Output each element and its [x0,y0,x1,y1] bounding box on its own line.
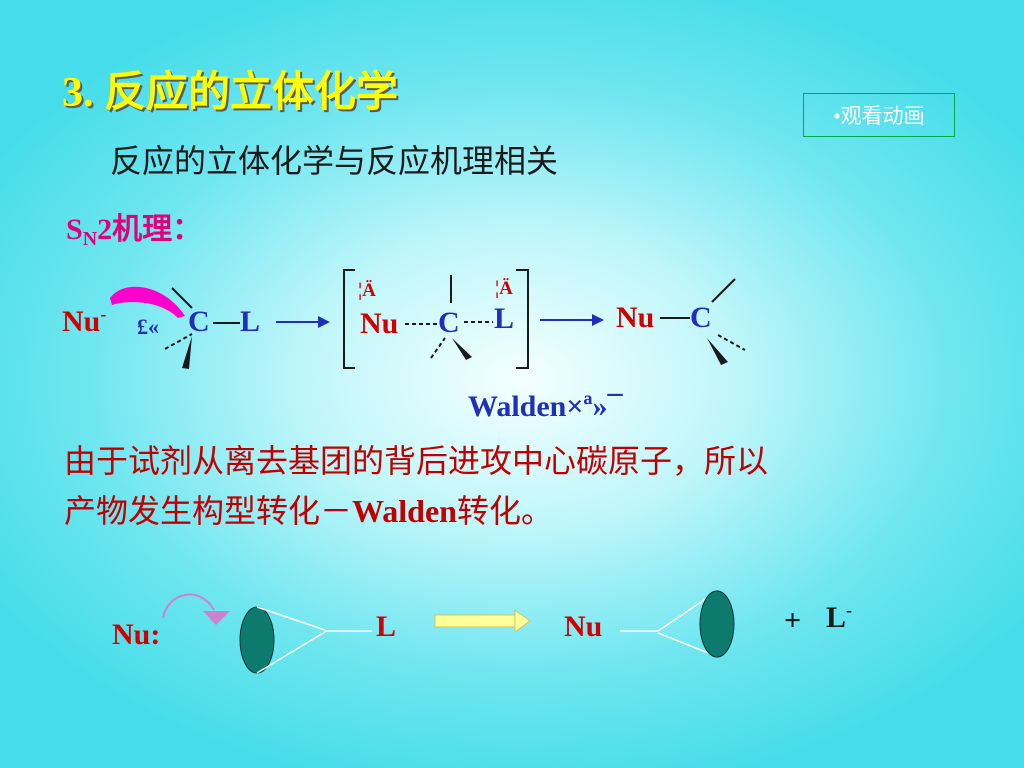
sn2-rest: 2机理： [97,213,203,246]
scene-arrow-shaft [434,614,518,628]
ts-bond-dash [430,337,446,359]
scene-plus: + [784,604,802,637]
explanation-line-2-prefix: 产物发生构型转化－ [64,493,353,529]
sn2-s: S [66,213,83,246]
product-ellipse [699,590,735,658]
reagent-arrow-head [203,611,230,625]
scene-product-nu-label: Nu [564,610,603,643]
reaction-arrow-2-head [592,314,604,326]
sn2-mechanism-label: SN2机理： [66,204,202,251]
product-wedge [707,338,728,365]
reactant-garbled-symbol: £« [137,314,159,339]
substrate-cone-top [256,606,326,631]
reaction-arrow-1-head [318,316,330,328]
scene-byproduct-text: L [826,601,847,634]
reactant-bond-up [171,287,193,309]
reactant-carbon: C [188,305,210,338]
reactant-bond-dash [164,333,193,350]
explanation-line-2: 产物发生构型转化－Walden转化。 [64,486,768,536]
ts-nu: Nu [360,307,399,340]
ts-wedge [452,338,472,360]
reactant-leaving-group: L [240,305,261,338]
scene-reagent-label: Nu: [112,618,161,651]
ts-partial-charge-right: ¦Ä [495,278,513,299]
walden-caption: Walden×ª»¯ [468,390,623,423]
ts-partial-charge-left: ¦Ä [358,280,376,301]
explanation-line-2-suffix: 转化。 [456,493,553,529]
reactant-nu-text: Nu [62,305,101,338]
ts-left-bracket [343,269,355,369]
scene-arrow-head [514,609,531,633]
scene-byproduct-charge: - [846,600,853,620]
reactant-nu: Nu- [62,304,106,339]
explanation-line-1: 由于试剂从离去基团的背后进攻中心碳原子，所以 [64,443,769,479]
product-bond-dash [717,334,746,351]
explanation-walden: Walden [352,493,457,529]
substrate-ellipse [239,606,275,674]
ts-leaving-group: L [494,302,515,335]
product-cone-bottom [657,632,717,657]
watch-animation-button[interactable]: •观看动画 [803,93,955,137]
product-nu: Nu [616,301,655,334]
product-bond-up [711,278,736,303]
scene-byproduct: L- [826,600,852,635]
substrate-cone-bottom [256,631,326,674]
reagent-curved-arrow [162,593,215,619]
ts-carbon: C [438,306,460,339]
slide-title: 3. 反应的立体化学 [62,70,399,116]
slide-subtitle: 反应的立体化学与反应机理相关 [110,143,559,179]
ts-right-bracket [516,269,529,369]
explanation-paragraph: 由于试剂从离去基团的背后进攻中心碳原子，所以 产物发生构型转化－Walden转化… [64,436,768,536]
scene-leaving-label: L [376,610,397,643]
reactant-nu-charge: - [100,304,107,324]
sn2-n-subscript: N [82,228,98,250]
attack-curved-arrow [110,286,185,318]
reactant-wedge [182,336,192,369]
product-carbon: C [690,301,712,334]
